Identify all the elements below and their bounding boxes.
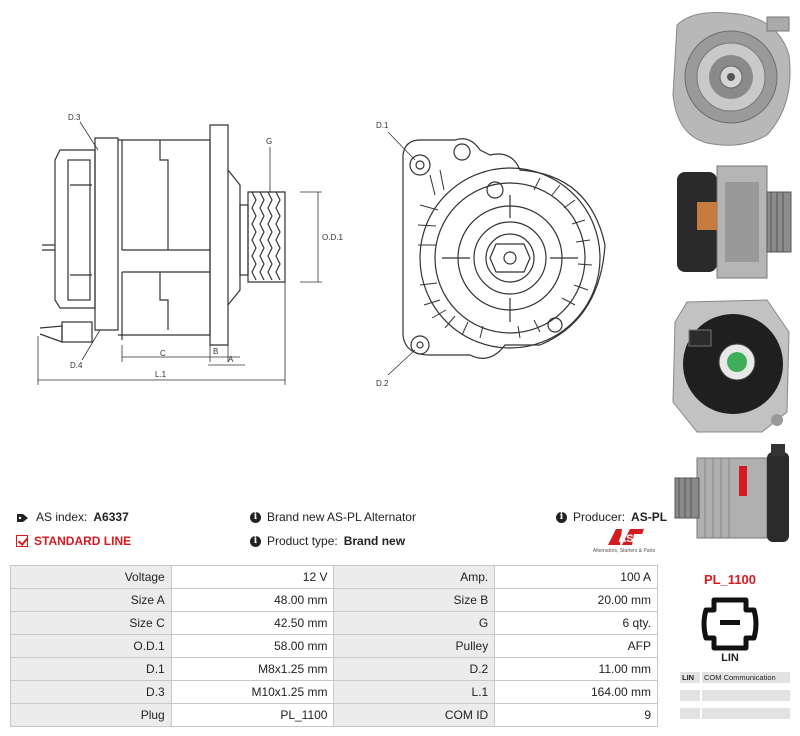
- spec-label: Amp.: [333, 565, 496, 589]
- as-logo: AS Alternators, Starters & Parts: [590, 528, 658, 556]
- checkbox-icon: [16, 535, 28, 547]
- spec-label: G: [333, 611, 496, 635]
- standard-line: STANDARD LINE: [16, 534, 131, 548]
- info-icon: i: [556, 511, 567, 523]
- standard-line-label: STANDARD LINE: [34, 534, 132, 548]
- side-view: [39, 124, 286, 346]
- spec-label: COM ID: [333, 703, 496, 727]
- photo-side-view[interactable]: [667, 152, 795, 290]
- spec-value: 164.00 mm: [494, 680, 658, 704]
- dimension-lines: [37, 121, 322, 385]
- label-d4: D.4: [70, 361, 83, 370]
- producer-value: AS-PL: [631, 510, 668, 524]
- label-b: B: [213, 347, 218, 356]
- label-c: C: [160, 349, 166, 358]
- plug-pin-description: [702, 708, 790, 719]
- plug-connector-icon: [701, 597, 759, 651]
- info-icon: i: [250, 511, 261, 523]
- plug-pin-code: [680, 690, 700, 701]
- product-photos: [662, 0, 800, 560]
- spec-label: L.1: [333, 680, 496, 704]
- product-info: AS index: A6337 STANDARD LINE i Brand ne…: [14, 508, 667, 558]
- spec-label: Size B: [333, 588, 496, 612]
- spec-value: PL_1100: [170, 703, 335, 727]
- brand-text: Brand new AS-PL Alternator: [267, 510, 416, 524]
- producer: i Producer: AS-PL: [556, 510, 667, 524]
- plug-pin-description: COM Communication: [702, 672, 790, 683]
- label-g: G: [266, 137, 272, 146]
- spec-label: D.2: [333, 657, 496, 681]
- label-d1: D.1: [376, 121, 389, 130]
- producer-label: Producer:: [573, 510, 626, 524]
- spec-value: 42.50 mm: [170, 611, 335, 635]
- spec-label: O.D.1: [10, 634, 172, 658]
- technical-drawing: D.3 D.4 G O.D.1 C B A L.1: [37, 113, 606, 388]
- spec-label: D.1: [10, 657, 172, 681]
- spec-value: M8x1.25 mm: [170, 657, 335, 681]
- plug-title: PL_1100: [703, 572, 757, 587]
- as-index-label: AS index:: [36, 510, 88, 524]
- spec-label: Plug: [10, 703, 172, 727]
- as-logo-mark: AS: [608, 529, 644, 545]
- spec-label: Voltage: [10, 565, 172, 589]
- spec-value: M10x1.25 mm: [170, 680, 335, 704]
- spec-label: Pulley: [333, 634, 496, 658]
- spec-value: 6 qty.: [494, 611, 658, 635]
- spec-value: 12 V: [170, 565, 335, 589]
- tag-icon: [16, 512, 30, 522]
- spec-value: 58.00 mm: [170, 634, 335, 658]
- info-icon: i: [250, 535, 261, 547]
- plug-pin-code: LIN: [680, 672, 700, 683]
- spec-value: 9: [494, 703, 658, 727]
- front-view-leaders: [387, 131, 416, 376]
- spec-label: D.3: [10, 680, 172, 704]
- plug-pin-row: [680, 690, 790, 701]
- spec-value: 48.00 mm: [170, 588, 335, 612]
- brand-info: i Brand new AS-PL Alternator: [250, 510, 416, 524]
- label-l1: L.1: [155, 370, 167, 379]
- as-index-value: A6337: [93, 510, 129, 524]
- spec-value: 20.00 mm: [494, 588, 658, 612]
- as-index: AS index: A6337: [16, 510, 129, 524]
- alternator-drawing-svg: D.3 D.4 G O.D.1 C B A L.1: [37, 113, 606, 388]
- as-logo-mark-text: AS: [618, 533, 633, 545]
- spec-value: AFP: [494, 634, 658, 658]
- front-view: [402, 138, 606, 359]
- plug-pin-description: [702, 690, 790, 701]
- product-type: i Product type: Brand new: [250, 534, 405, 548]
- label-a: A: [228, 355, 234, 364]
- plug-pin-row: [680, 708, 790, 719]
- spec-value: 100 A: [494, 565, 658, 589]
- spec-label: Size A: [10, 588, 172, 612]
- product-type-label: Product type:: [267, 534, 338, 548]
- spec-label: Size C: [10, 611, 172, 635]
- product-type-value: Brand new: [343, 534, 406, 548]
- spec-value: 11.00 mm: [494, 657, 658, 681]
- as-logo-tagline: Alternators, Starters & Parts: [592, 548, 656, 554]
- front-view-vents: [417, 169, 593, 339]
- photo-top-view[interactable]: [667, 438, 795, 560]
- plug-type: LIN: [721, 652, 739, 664]
- label-od1: O.D.1: [322, 233, 343, 242]
- label-d2: D.2: [376, 379, 389, 388]
- label-d3: D.3: [68, 113, 81, 122]
- photo-front-view[interactable]: [667, 5, 795, 153]
- photo-rear-view[interactable]: [667, 292, 795, 438]
- plug-pin-code: [680, 708, 700, 719]
